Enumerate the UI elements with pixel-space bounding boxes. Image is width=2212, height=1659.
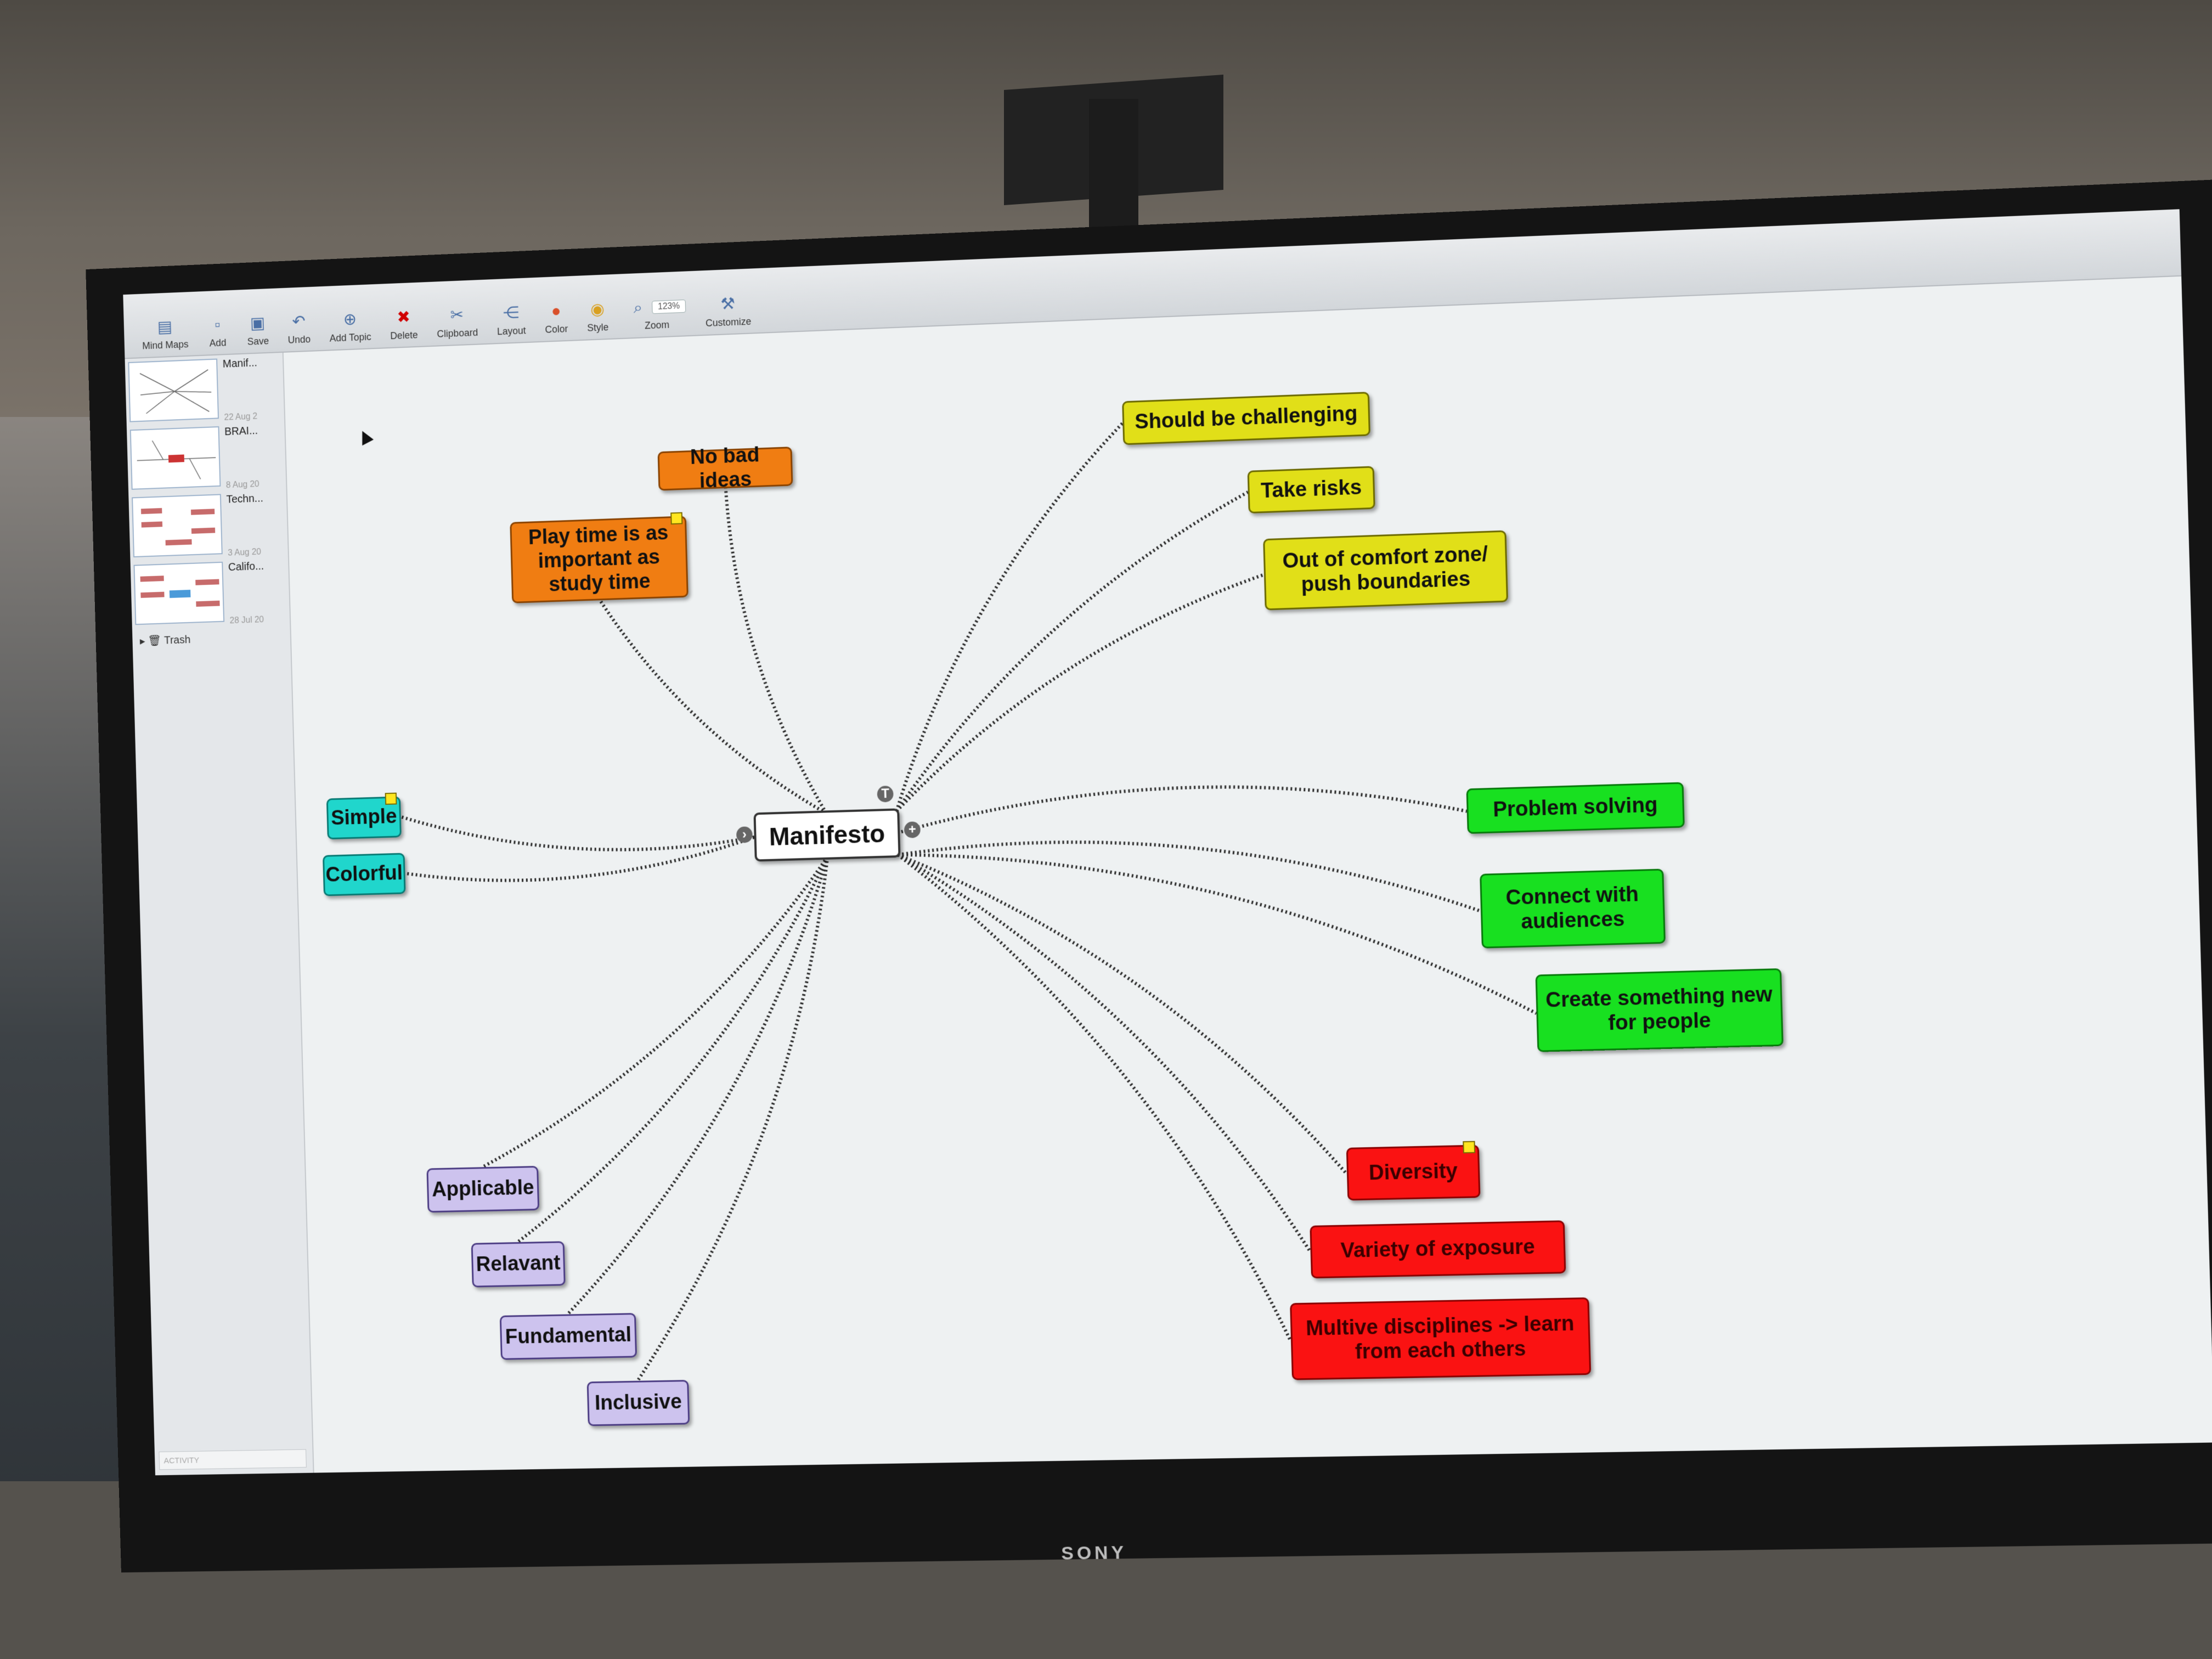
map-list-item[interactable]: BRAI... 8 Aug 20	[129, 424, 283, 494]
topic-link	[890, 574, 1271, 811]
clipboard-button[interactable]: ✂Clipboard	[437, 306, 478, 340]
undo-icon: ↶	[292, 312, 306, 331]
topic-simple[interactable]: Simple	[326, 792, 402, 840]
topic-out-of-comfort-zone[interactable]: Out of comfort zone/ push boundaries	[1263, 530, 1509, 611]
topic-link	[623, 857, 842, 1381]
undo-button[interactable]: ↶Undo	[287, 312, 311, 346]
map-name: Manif...	[222, 357, 258, 370]
topic-link	[898, 844, 1291, 1348]
topic-fundamental[interactable]: Fundamental	[499, 1313, 637, 1360]
map-date: 28 Jul 20	[229, 615, 264, 626]
map-list-item[interactable]: Manif... 22 Aug 2	[128, 356, 281, 426]
mindmap-links	[283, 276, 2212, 1473]
style-icon: ◉	[590, 300, 605, 319]
tv-monitor: ▤Mind Maps ▫Add ▣Save ↶Undo ⊕Add Topic ✖…	[86, 179, 2212, 1573]
add-icon: ▫	[214, 315, 221, 334]
save-button[interactable]: ▣Save	[247, 314, 269, 347]
add-button[interactable]: ▫Add	[207, 315, 229, 349]
layout-icon: ⋲	[503, 303, 520, 323]
topic-link	[726, 485, 826, 816]
topic-create-something-new[interactable]: Create something new for people	[1535, 968, 1784, 1052]
map-date: 8 Aug 20	[225, 479, 259, 490]
topic-diversity[interactable]: Diversity	[1346, 1141, 1481, 1201]
topic-play-time[interactable]: Play time is as important as study time	[510, 512, 689, 603]
topic-should-be-challenging[interactable]: Should be challenging	[1122, 392, 1371, 445]
map-name: Techn...	[226, 492, 264, 506]
topic-connect-with-audiences[interactable]: Connect with audiences	[1480, 868, 1666, 949]
tv-brand-logo: SONY	[1060, 1542, 1127, 1564]
zoom-level[interactable]: 123%	[652, 300, 686, 314]
customize-button[interactable]: ⚒Customize	[705, 295, 752, 329]
save-icon: ▣	[250, 314, 266, 332]
map-name: BRAI...	[224, 425, 258, 438]
mind-maps-icon: ▤	[157, 318, 173, 336]
topic-link	[401, 806, 754, 856]
map-list-item[interactable]: Techn... 3 Aug 20	[132, 492, 285, 562]
note-icon	[1463, 1141, 1476, 1154]
note-icon	[670, 512, 683, 525]
topic-link	[555, 857, 840, 1314]
add-topic-button[interactable]: ⊕Add Topic	[329, 310, 372, 344]
style-button[interactable]: ◉Style	[587, 300, 609, 334]
map-date: 3 Aug 20	[228, 547, 262, 558]
note-icon	[385, 792, 397, 805]
trash-icon: 🗑	[148, 635, 162, 647]
mind-maps-sidebar: Manif... 22 Aug 2 BRAI... 8 Aug 20 Techn..…	[125, 352, 314, 1476]
topic-relavant[interactable]: Relavant	[471, 1241, 566, 1288]
map-list-item[interactable]: Califo... 28 Jul 20	[133, 560, 286, 629]
topic-no-bad-ideas[interactable]: No bad ideas	[657, 444, 793, 493]
map-thumbnail	[128, 358, 219, 422]
app-window: ▤Mind Maps ▫Add ▣Save ↶Undo ⊕Add Topic ✖…	[123, 209, 2212, 1476]
zoom-control[interactable]: ⌕123%Zoom	[627, 297, 686, 332]
color-button[interactable]: ●Color	[545, 302, 568, 335]
topic-link	[600, 592, 826, 820]
map-date: 22 Aug 2	[224, 411, 258, 422]
map-name: Califo...	[228, 560, 264, 574]
topic-take-risks[interactable]: Take risks	[1247, 466, 1375, 514]
map-thumbnail	[129, 426, 221, 490]
clipboard-icon: ✂	[450, 306, 464, 325]
color-icon: ●	[551, 302, 561, 320]
topic-link	[886, 423, 1133, 811]
map-thumbnail	[133, 561, 225, 625]
disclosure-triangle-icon: ▸	[139, 635, 145, 648]
topic-link	[896, 779, 1467, 833]
layout-button[interactable]: ⋲Layout	[496, 303, 526, 337]
activity-bar: ACTIVITY	[159, 1449, 307, 1470]
zoom-icon: ⌕	[633, 298, 643, 317]
add-topic-icon: ⊕	[343, 310, 357, 329]
topic-link	[898, 843, 1310, 1260]
mindmap-canvas[interactable]: Manifesto › + T No bad ideas Play time i…	[283, 276, 2212, 1473]
topic-link	[898, 842, 1347, 1184]
topic-multive-disciplines[interactable]: Multive disciplines -> learn from each o…	[1290, 1297, 1592, 1380]
topic-inclusive[interactable]: Inclusive	[586, 1380, 690, 1426]
topic-link	[898, 837, 1536, 1030]
customize-icon: ⚒	[720, 295, 736, 314]
topic-applicable[interactable]: Applicable	[426, 1166, 540, 1213]
mind-maps-button[interactable]: ▤Mind Maps	[142, 318, 189, 352]
trash-item[interactable]: ▸ 🗑 Trash	[139, 634, 191, 648]
topic-problem-solving[interactable]: Problem solving	[1466, 782, 1685, 834]
topic-link	[474, 857, 836, 1167]
topic-colorful[interactable]: Colorful	[323, 853, 406, 896]
central-topic[interactable]: Manifesto	[753, 808, 901, 862]
delete-button[interactable]: ✖Delete	[390, 308, 419, 342]
delete-icon: ✖	[397, 308, 411, 327]
topic-variety-of-exposure[interactable]: Variety of exposure	[1310, 1220, 1566, 1279]
map-thumbnail	[132, 494, 223, 557]
